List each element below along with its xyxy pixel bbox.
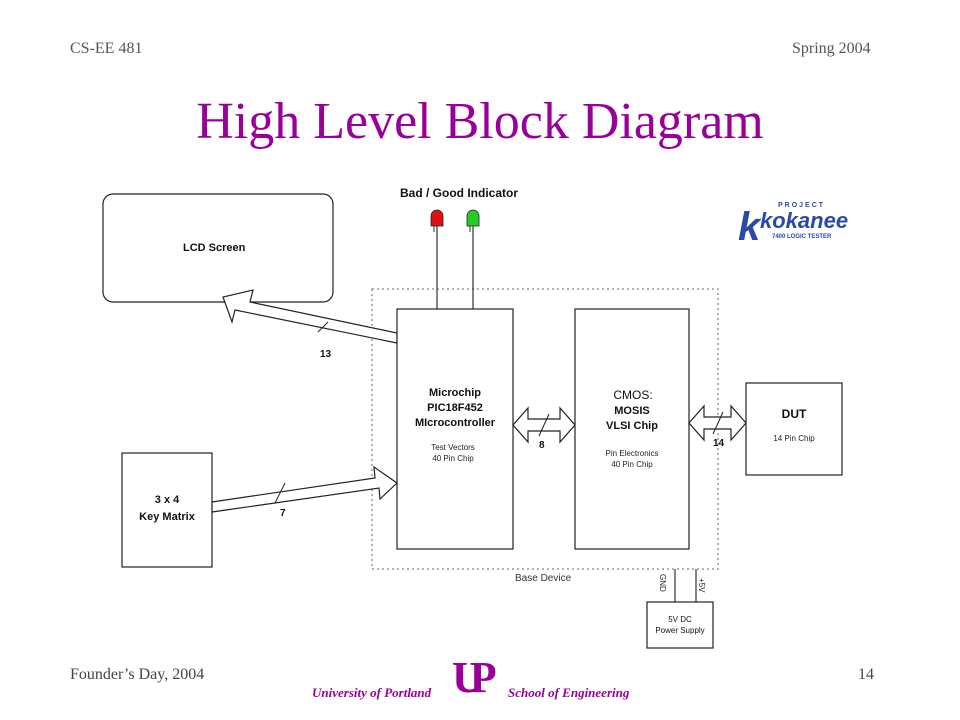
green-led-icon [466, 209, 480, 227]
footer-university: University of Portland [312, 685, 432, 700]
cmos-sub-line1: Pin Electronics [606, 449, 659, 458]
up-logo: UP [452, 653, 497, 702]
bus-width-micro-cmos: 8 [539, 440, 545, 451]
footer-school: School of Engineering [508, 685, 630, 700]
cmos-label-line2: MOSIS [614, 405, 649, 417]
footer-page-number: 14 [858, 666, 874, 683]
bus-arrow-micro-to-lcd [222, 289, 398, 344]
logo-name-text: kokanee [760, 208, 848, 233]
key-matrix-block [121, 452, 213, 568]
cmos-label-line1: CMOS: [613, 388, 652, 402]
base-device-label: Base Device [515, 573, 572, 584]
lcd-screen-label: LCD Screen [183, 242, 246, 254]
micro-label-line1: Microchip [429, 387, 481, 399]
microcontroller-block [396, 308, 514, 550]
psu-label-line2: Power Supply [655, 626, 704, 635]
term-label: Spring 2004 [792, 40, 871, 57]
dut-sub-label: 14 Pin Chip [773, 434, 815, 443]
key-matrix-label-line1: 3 x 4 [155, 494, 180, 506]
bus-width-lcd: 13 [320, 349, 332, 360]
micro-label-line2: PIC18F452 [427, 402, 483, 414]
power-supply-block [646, 601, 714, 649]
cmos-chip-block [574, 308, 690, 550]
lcd-screen-block [102, 193, 334, 303]
indicator-label: Bad / Good Indicator [400, 186, 518, 200]
bus-slash-micro-cmos [538, 413, 550, 437]
footer-event: Founder’s Day, 2004 [70, 666, 205, 683]
key-matrix-label-line2: Key Matrix [139, 511, 196, 523]
bus-slash-key [274, 482, 286, 504]
micro-sub-line1: Test Vectors [431, 443, 475, 452]
bus-width-cmos-dut: 14 [713, 438, 725, 449]
logo-tagline-text: 7400 LOGIC TESTER [772, 234, 832, 240]
gnd-label: GND [658, 574, 667, 592]
dut-label: DUT [782, 407, 807, 421]
logo-k-glyph: k [738, 205, 762, 249]
bus-arrow-key-to-micro [211, 465, 398, 513]
psu-label-line1: 5V DC [668, 615, 692, 624]
course-code: CS-EE 481 [70, 40, 143, 57]
red-led-icon [430, 209, 444, 227]
vplus-label: +5V [697, 578, 706, 593]
micro-label-line3: MIcrocontroller [415, 417, 496, 429]
up-logo-letters: UP [452, 653, 497, 702]
cmos-label-line3: VLSI Chip [606, 420, 658, 432]
logo-project-text: PROJECT [778, 202, 825, 209]
cmos-sub-line2: 40 Pin Chip [611, 460, 653, 469]
bus-slash-cmos-dut [712, 411, 724, 435]
micro-sub-line2: 40 Pin Chip [432, 454, 474, 463]
slide-title: High Level Block Diagram [196, 93, 764, 150]
bus-slash-lcd [317, 321, 329, 333]
dut-block [745, 382, 843, 476]
bus-width-key: 7 [280, 508, 286, 519]
project-kokanee-logo: PROJECT k kokanee 7400 LOGIC TESTER [738, 202, 848, 249]
